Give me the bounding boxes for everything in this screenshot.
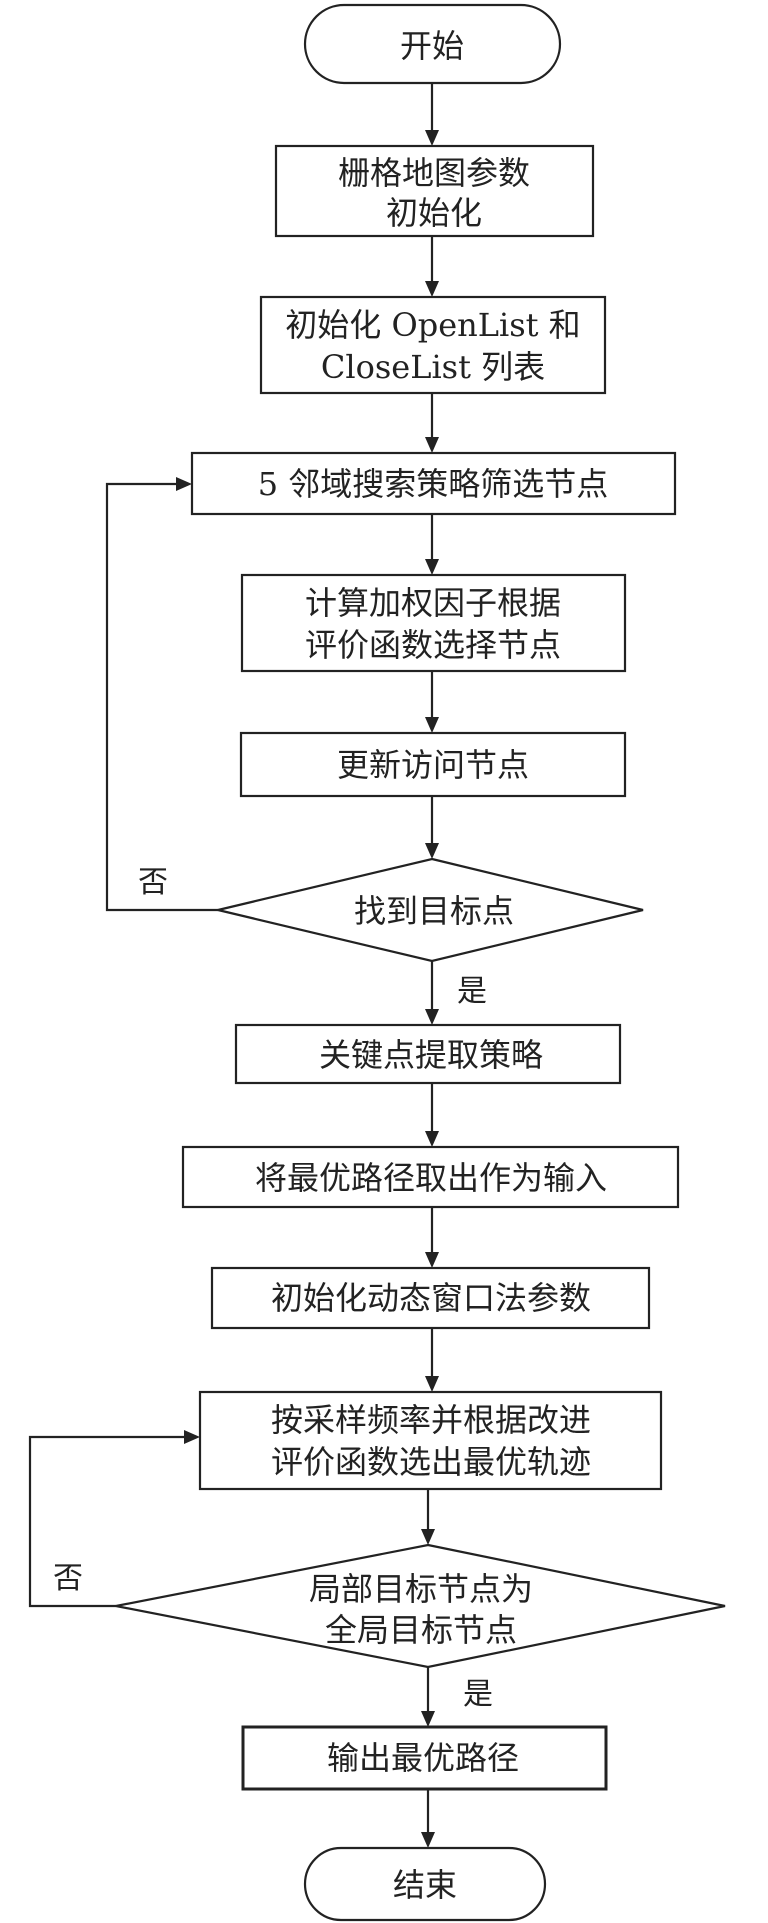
loop-no-1	[105, 482, 218, 912]
list-init-box: 初始化 OpenList 和 CloseList 列表	[259, 295, 607, 395]
arrowhead	[425, 437, 439, 453]
arrowhead	[176, 477, 192, 491]
dwa-init-label: 初始化动态窗口法参数	[271, 1279, 591, 1317]
arrowhead	[425, 717, 439, 733]
arrowhead	[425, 1009, 439, 1025]
dwa-init-box: 初始化动态窗口法参数	[210, 1266, 651, 1330]
sample-select-line2: 评价函数选出最优轨迹	[271, 1443, 591, 1481]
neighbor-search-label: 5 邻域搜索策略筛选节点	[258, 465, 609, 503]
sample-select-line1: 按采样频率并根据改进	[271, 1401, 591, 1439]
keypoint-box: 关键点提取策略	[234, 1023, 622, 1085]
best-path-input-box: 将最优路径取出作为输入	[181, 1145, 680, 1209]
arrowhead	[421, 1529, 435, 1545]
grid-map-init-line2: 初始化	[386, 194, 482, 232]
label-no-1: 否	[138, 865, 168, 900]
update-visit-box: 更新访问节点	[239, 731, 627, 798]
end-terminal: 结束	[303, 1846, 547, 1922]
output-label: 输出最优路径	[327, 1739, 519, 1777]
end-label: 结束	[393, 1866, 457, 1904]
label-no-2: 否	[53, 1561, 83, 1596]
grid-map-init-box: 栅格地图参数 初始化	[274, 144, 595, 238]
weight-calc-box: 计算加权因子根据 评价函数选择节点	[240, 573, 627, 673]
arrowhead	[425, 130, 439, 146]
start-terminal: 开始	[303, 3, 562, 85]
best-path-input-label: 将最优路径取出作为输入	[255, 1159, 607, 1197]
grid-map-init-line1: 栅格地图参数	[338, 154, 530, 192]
local-goal-decision: 局部目标节点为 全局目标节点	[115, 1543, 726, 1669]
loop-no-2	[28, 1435, 184, 1608]
arrowhead	[425, 1131, 439, 1147]
find-target-decision: 找到目标点	[217, 857, 644, 963]
keypoint-label: 关键点提取策略	[319, 1036, 543, 1074]
output-box: 输出最优路径	[241, 1725, 608, 1791]
weight-calc-line1: 计算加权因子根据	[305, 584, 561, 622]
update-visit-label: 更新访问节点	[337, 746, 529, 784]
list-init-line1: 初始化 OpenList 和	[285, 306, 580, 344]
start-label: 开始	[400, 27, 464, 65]
arrowhead	[425, 281, 439, 297]
arrowhead	[425, 843, 439, 859]
arrowhead	[421, 1711, 435, 1727]
arrowhead	[425, 1252, 439, 1268]
local-goal-line2: 全局目标节点	[325, 1611, 517, 1649]
weight-calc-line2: 评价函数选择节点	[305, 626, 561, 664]
list-init-line2: CloseList 列表	[321, 348, 545, 386]
sample-select-box: 按采样频率并根据改进 评价函数选出最优轨迹	[198, 1390, 663, 1491]
arrowhead	[421, 1832, 435, 1848]
label-yes-1: 是	[457, 974, 487, 1009]
neighbor-search-box: 5 邻域搜索策略筛选节点	[190, 451, 677, 516]
arrowhead	[425, 1376, 439, 1392]
label-yes-2: 是	[463, 1677, 493, 1712]
local-goal-line1: 局部目标节点为	[309, 1570, 533, 1608]
find-target-label: 找到目标点	[354, 892, 514, 930]
arrowhead	[425, 559, 439, 575]
arrowhead	[184, 1430, 200, 1444]
